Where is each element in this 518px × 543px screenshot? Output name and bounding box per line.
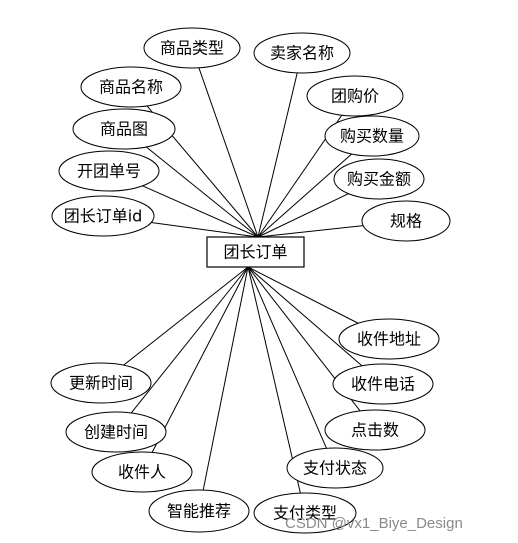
connector-create-time	[130, 266, 249, 414]
attribute-label: 团购价	[331, 87, 379, 106]
attribute-label: 商品名称	[99, 78, 163, 97]
attribute-label: 团长订单id	[64, 207, 143, 226]
connector-update-time	[123, 266, 249, 366]
attribute-label: 智能推荐	[167, 502, 231, 521]
attribute-label: 收件人	[118, 463, 166, 482]
attribute-payment-type: 支付类型	[253, 492, 357, 534]
connector-lines	[123, 67, 364, 494]
attribute-label: 创建时间	[84, 423, 148, 442]
attribute-ellipse	[58, 150, 160, 192]
attribute-product-name: 商品名称	[80, 66, 182, 108]
attribute-label: 开团单号	[77, 162, 141, 181]
attribute-ellipse	[324, 115, 420, 157]
attribute-group-number: 开团单号	[58, 150, 160, 192]
attribute-label: 收件电话	[351, 375, 415, 394]
connector-payment-status	[247, 266, 327, 449]
attribute-shipping-address: 收件地址	[338, 318, 440, 360]
attribute-recipient-phone: 收件电话	[332, 363, 434, 405]
connector-payment-type	[247, 266, 301, 494]
attribute-group-price: 团购价	[306, 75, 404, 117]
attribute-ellipse	[253, 32, 351, 74]
connector-recipient	[151, 266, 249, 453]
attribute-ellipse	[338, 318, 440, 360]
connector-product-type	[198, 67, 259, 238]
attribute-label: 卖家名称	[270, 44, 334, 63]
attribute-ellipse	[361, 200, 451, 242]
attribute-label: 支付状态	[303, 459, 367, 478]
attribute-update-time: 更新时间	[50, 362, 152, 404]
attribute-label: 商品图	[100, 120, 148, 139]
attribute-ellipse	[253, 492, 357, 534]
connector-group-number	[142, 185, 259, 238]
attribute-ellipse	[306, 75, 404, 117]
attribute-smart-recommend: 智能推荐	[148, 489, 250, 533]
attribute-purchase-amount: 购买金额	[333, 158, 425, 200]
attribute-label: 支付类型	[273, 504, 337, 523]
attribute-ellipse	[72, 108, 176, 150]
entity-node: 团长订单	[206, 236, 305, 268]
attribute-label: 更新时间	[69, 374, 133, 393]
connector-seller-name	[257, 72, 298, 238]
attribute-ellipse	[143, 27, 241, 69]
connector-spec	[257, 225, 364, 238]
attribute-seller-name: 卖家名称	[253, 32, 351, 74]
connector-purchase-amount	[257, 193, 349, 238]
attribute-label: 收件地址	[357, 330, 421, 349]
connector-shipping-address	[247, 266, 359, 324]
attribute-label: 点击数	[351, 421, 399, 440]
attribute-ellipse	[332, 363, 434, 405]
attribute-ellipse	[324, 409, 426, 451]
attribute-spec: 规格	[361, 200, 451, 242]
attribute-label: 购买金额	[347, 170, 411, 189]
attribute-label: 购买数量	[340, 127, 404, 146]
attribute-ellipse	[286, 447, 384, 489]
attribute-ellipse	[51, 195, 155, 237]
attribute-ellipse	[148, 489, 250, 533]
attribute-ellipse	[333, 158, 425, 200]
connector-recipient-phone	[247, 266, 363, 367]
connector-product-image	[145, 146, 259, 238]
attribute-create-time: 创建时间	[65, 411, 167, 453]
connector-leader-order-id	[151, 222, 259, 238]
attribute-ellipse	[65, 411, 167, 453]
attribute-purchase-quantity: 购买数量	[324, 115, 420, 157]
connector-smart-recommend	[202, 266, 249, 491]
attribute-leader-order-id: 团长订单id	[51, 195, 155, 237]
attribute-label: 商品类型	[160, 39, 224, 58]
attribute-ellipse	[50, 362, 152, 404]
watermark: CSDN @vx1_Biye_Design	[285, 515, 463, 532]
attribute-clicks: 点击数	[324, 409, 426, 451]
attribute-recipient: 收件人	[91, 451, 193, 493]
attribute-label: 规格	[390, 212, 422, 231]
attribute-product-type: 商品类型	[143, 27, 241, 69]
connector-purchase-quantity	[257, 153, 352, 238]
attribute-payment-status: 支付状态	[286, 447, 384, 489]
attribute-product-image: 商品图	[72, 108, 176, 150]
attribute-ellipse	[80, 66, 182, 108]
entity-label: 团长订单	[223, 243, 287, 262]
attribute-ellipse	[91, 451, 193, 493]
entity-box	[206, 236, 305, 268]
